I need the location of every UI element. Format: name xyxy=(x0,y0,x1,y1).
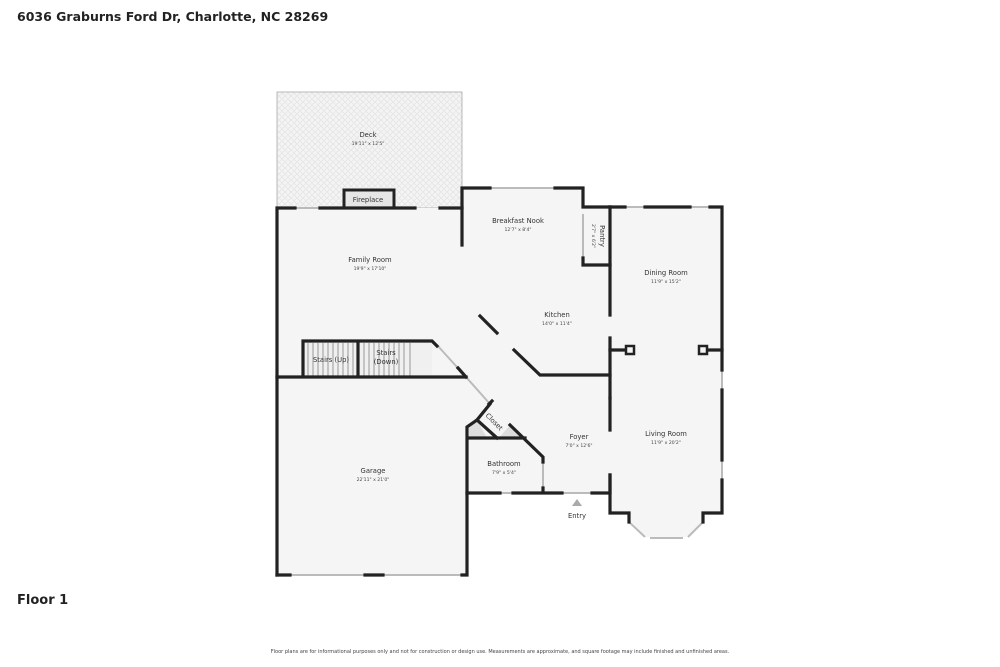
breakfast-nook-label: Breakfast Nook xyxy=(492,217,544,225)
walls xyxy=(275,186,724,577)
bathroom-label: Bathroom xyxy=(487,460,521,468)
kitchen-dims: 14'0" x 11'4" xyxy=(542,321,572,327)
family-room-label: Family Room xyxy=(348,256,392,264)
deck-dims: 19'11" x 12'5" xyxy=(352,141,385,147)
fireplace-label: Fireplace xyxy=(353,196,383,204)
living-room-dims: 11'9" x 20'2" xyxy=(651,440,681,446)
interior-floor xyxy=(277,188,722,575)
stairs-up-label: Stairs (Up) xyxy=(313,356,349,364)
garage-label: Garage xyxy=(361,467,386,475)
pantry-dims: 2'7" x 6'2" xyxy=(590,224,596,248)
stairs-down-label: Stairs xyxy=(376,349,396,357)
garage-dims: 22'11" x 21'0" xyxy=(357,477,390,483)
windows xyxy=(290,187,723,576)
disclaimer: Floor plans are for informational purpos… xyxy=(270,649,730,655)
dining-room-dims: 11'9" x 15'2" xyxy=(651,279,681,285)
deck-label: Deck xyxy=(359,131,376,139)
kitchen-label: Kitchen xyxy=(544,311,570,319)
family-room-dims: 19'9" x 17'10" xyxy=(354,266,387,272)
stairs xyxy=(303,341,432,377)
pantry-label: Pantry xyxy=(598,225,606,247)
floor-label: Floor 1 xyxy=(17,593,69,608)
stairs-down-label-2: (Down) xyxy=(374,358,399,366)
property-address: 6036 Graburns Ford Dr, Charlotte, NC 282… xyxy=(17,9,329,24)
entry-label: Entry xyxy=(568,512,586,520)
foyer-label: Foyer xyxy=(570,433,589,441)
breakfast-nook-dims: 12'7" x 8'4" xyxy=(504,227,531,233)
entry-arrow-icon xyxy=(572,499,582,506)
living-room-label: Living Room xyxy=(645,430,687,438)
dining-room-label: Dining Room xyxy=(644,269,688,277)
foyer-dims: 7'0" x 12'6" xyxy=(565,443,592,449)
bathroom-dims: 7'9" x 5'4" xyxy=(492,470,516,476)
